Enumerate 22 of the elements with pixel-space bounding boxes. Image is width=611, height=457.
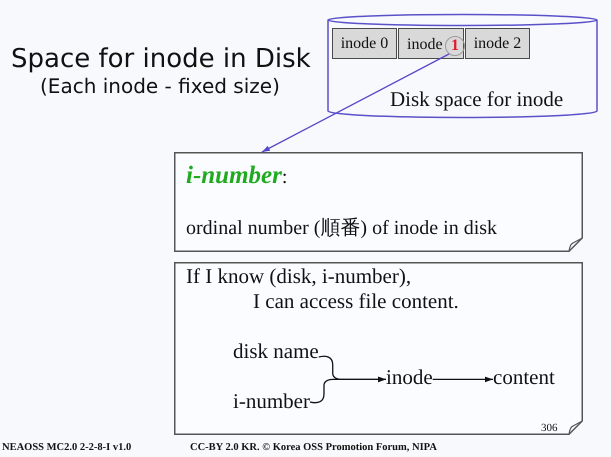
inode-box — [398, 28, 464, 59]
disk-caption: Disk space for inode — [390, 87, 564, 111]
disk-cylinder — [327, 14, 598, 118]
page-number: 306 — [541, 422, 558, 435]
term-label: content — [493, 365, 555, 389]
footer-text: NEAOSS MC2.0 2-2-8-I v1.0 — [2, 441, 132, 454]
note-card — [174, 152, 583, 252]
term-label: inode — [386, 365, 433, 389]
subtitle: (Each inode - fixed size) — [40, 74, 280, 98]
term-label: disk name — [233, 339, 319, 363]
term-label: i-number — [233, 389, 310, 413]
inode-box: inode 0 — [332, 28, 397, 59]
note-card — [174, 262, 583, 435]
arrow — [432, 376, 493, 382]
inode-label: inode — [407, 36, 443, 54]
statement-text: If I know (disk, i-number), I can access file content. — [186, 264, 460, 314]
definition-text: ordinal number (順番) of inode in disk — [186, 217, 498, 240]
arrow — [262, 53, 450, 153]
term-heading: i-number: — [186, 162, 288, 191]
slide-title: Space for inode in Disk — [11, 44, 311, 74]
inode-box: inode 2 — [465, 28, 530, 59]
license-notice: CC-BY 2.0 KR. © Korea OSS Promotion Forum, NIPA — [190, 441, 437, 454]
